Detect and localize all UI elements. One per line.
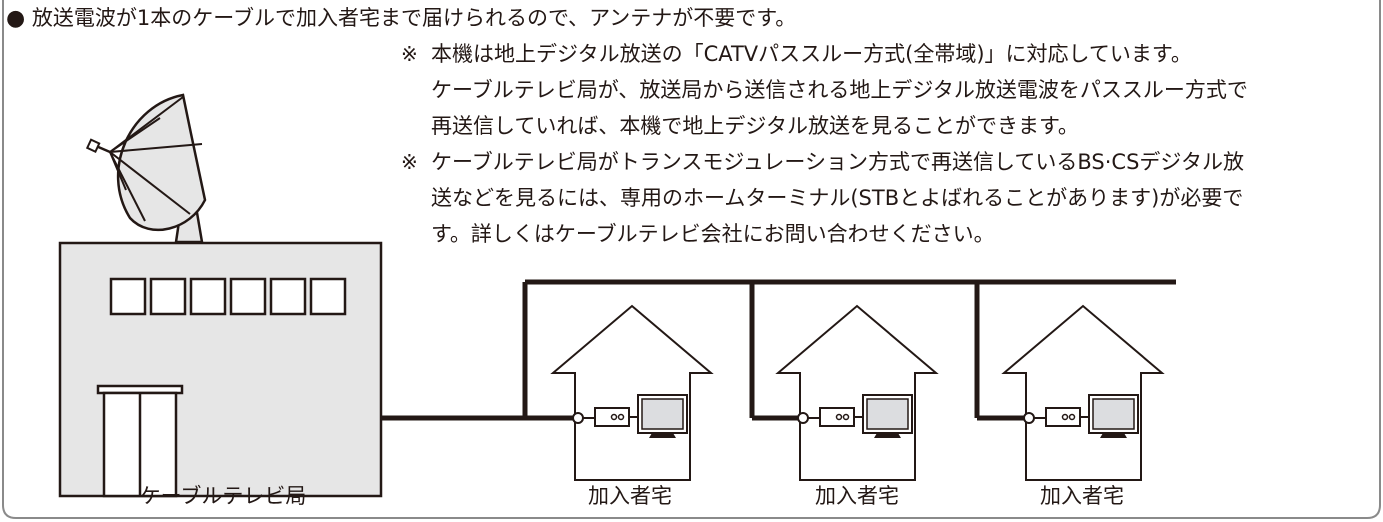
bullet-line: ● 放送電波が1本のケーブルで加入者宅まで届けられるので、アンテナが不要です。 [6,4,796,33]
bullet-text: 放送電波が1本のケーブルで加入者宅まで届けられるので、アンテナが不要です。 [31,6,797,30]
note-1-line-3: 再送信していれば、本機で地上デジタル放送を見ることができます。 [431,114,1079,138]
house-label-3: 加入者宅 [1040,484,1124,508]
note-mark-1: ※ [401,42,418,66]
subscriber-house-2 [775,304,939,481]
note-mark-2: ※ [401,150,418,174]
note-1-line-2: ケーブルテレビ局が、放送局から送信される地上デジタル放送電波をパススルー方式で [431,78,1248,102]
note-2-line-3: す。詳しくはケーブルテレビ会社にお問い合わせください。 [431,222,995,246]
station-label: ケーブルテレビ局 [139,484,307,508]
station-building [58,241,383,498]
note-1-line-1: 本機は地上デジタル放送の「CATVパススルー方式(全帯域)」に対応しています。 [431,42,1192,66]
bullet-dot-icon: ● [6,6,26,31]
note-2-line-2: 送などを見るには、専用のホームターミナル(STBとよばれることがあります)が必要… [431,186,1244,210]
house-label-2: 加入者宅 [815,484,899,508]
cable-network [381,279,1176,421]
house-label-1: 加入者宅 [588,484,672,508]
note-2-line-1: ケーブルテレビ局がトランスモジュレーション方式で再送信しているBS·CSデジタル… [431,150,1244,174]
satellite-dish-icon [85,93,207,244]
subscriber-house-3 [1001,304,1165,481]
subscriber-house-1 [550,304,714,481]
